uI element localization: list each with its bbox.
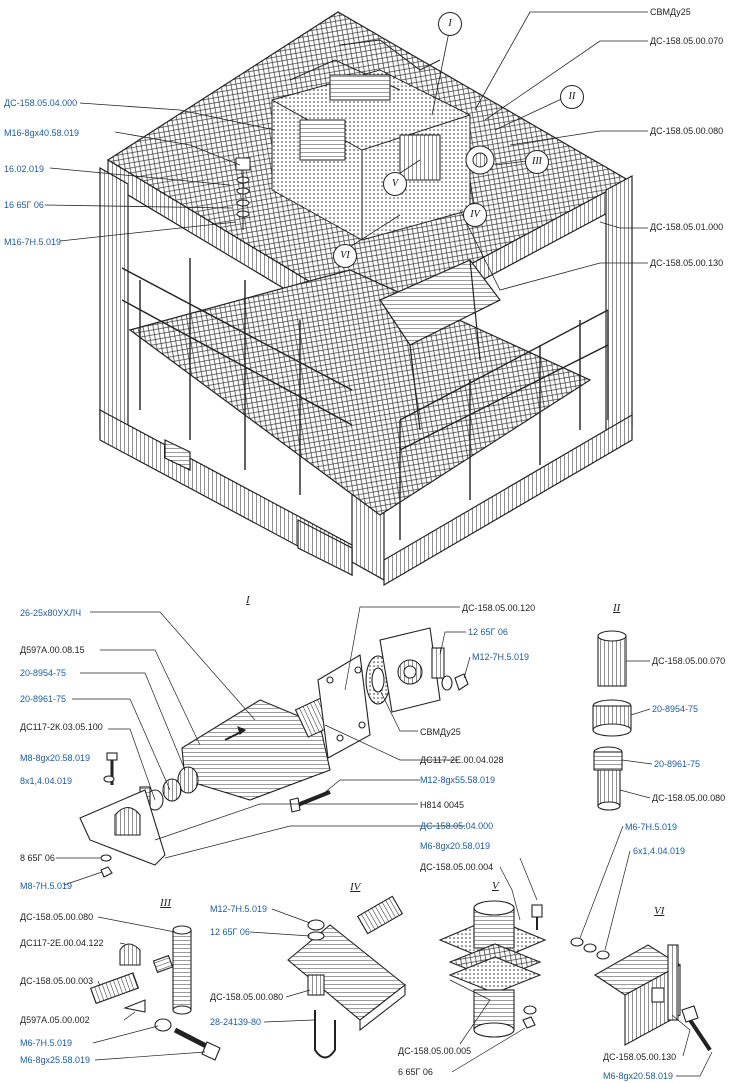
- label-nut-m8: М8-7Н.5.019: [20, 881, 73, 891]
- base-channel: [164, 439, 191, 471]
- label-ds-070-II: ДС-158.05.00.070: [652, 656, 726, 666]
- label-washer-16-65g: 16 65Г 06: [4, 200, 44, 210]
- label-bolt-m8: М8-8gх20.58.019: [20, 753, 91, 763]
- label-bolt-m6-III: М6-8gх25.58.019: [20, 1055, 91, 1065]
- label-bolt-m6-V: М6-8gх20.58.019: [420, 841, 491, 851]
- label-20-8961-I: 20-8961-75: [20, 694, 67, 704]
- label-nut-m12-I: М12-7Н.5.019: [472, 652, 530, 662]
- label-ds117-2e-028: ДС117-2Е.00.04.028: [420, 755, 504, 765]
- central-equipment: [271, 39, 495, 241]
- detail-VI-drawing: [570, 825, 713, 1077]
- label-washer-1602: 16.02.019: [4, 164, 45, 174]
- label-washer-8: 8 65Г 06: [20, 853, 55, 863]
- detail-II-drawing: [592, 630, 653, 811]
- label-ds-005: ДС-158.05.00.005: [398, 1046, 472, 1056]
- label-ds-04-000-left: ДС-158.05.04.000: [4, 98, 78, 108]
- label-ds-080-III: ДС-158.05.00.080: [20, 912, 94, 922]
- label-ds117-2k: ДС117-2К.03.05.100: [20, 722, 103, 732]
- top-leader-lines: [44, 11, 648, 291]
- pipe-sleeve: [597, 635, 627, 687]
- vertical-pipe: [172, 929, 192, 1011]
- handrails: [121, 258, 609, 540]
- label-nut-m6-III: М6-7Н.5.019: [20, 1038, 73, 1048]
- callout-I: I: [438, 12, 462, 36]
- label-nut-m6-VI: М6-7Н.5.019: [625, 822, 678, 832]
- right-column: [605, 174, 633, 442]
- detail-title-III: III: [160, 897, 171, 909]
- detail-title-V: V: [492, 880, 499, 892]
- label-washer-12-I: 12 65Г 06: [468, 627, 508, 637]
- label-washer-8x1: 8х1,4.04.019: [20, 776, 73, 786]
- label-n814: Н814 0045: [420, 800, 465, 810]
- label-ds-080-II: ДС-158.05.00.080: [652, 793, 726, 803]
- threaded-rod: [89, 972, 140, 1005]
- label-ds-080-top: ДС-158.05.00.080: [650, 126, 724, 136]
- label-washer-6x1: 6х1,4.04.019: [633, 846, 686, 856]
- label-ds117-2e-122: ДС117-2Е.00.04.122: [20, 938, 104, 948]
- detail-title-VI: VI: [654, 905, 665, 917]
- detail-III-drawing: [89, 916, 221, 1061]
- label-washer-6: 6 65Г 06: [398, 1067, 433, 1077]
- detail-title-II: II: [613, 602, 621, 614]
- label-ds-120: ДС-158.05.00.120: [462, 603, 536, 613]
- label-bolt-m6-VI: М6-8gх20.58.019: [603, 1071, 674, 1081]
- label-nut-m16: М16-7Н.5.019: [4, 237, 62, 247]
- detail-title-I: I: [246, 594, 250, 606]
- bolt-stack: [235, 157, 251, 230]
- detail-I-drawing: [56, 606, 471, 886]
- label-ds-070-top: ДС-158.05.00.070: [650, 36, 724, 46]
- label-ds-003: ДС-158.05.00.003: [20, 976, 94, 986]
- left-column: [99, 166, 129, 447]
- label-d597-III: Д597А.05.00.002: [20, 1015, 90, 1025]
- detail-V-drawing: [438, 857, 547, 1073]
- label-svmdu25-top: СВМДу25: [650, 7, 691, 17]
- label-ubolt: 28-24139-80: [210, 1017, 262, 1027]
- label-hose: 26-25х80УХЛЧ: [20, 608, 82, 618]
- callout-III: III: [525, 150, 549, 174]
- base-right-beam: [383, 413, 633, 587]
- label-ds-04-000-I: ДС-158.05.04.000: [420, 821, 494, 831]
- label-20-8954-I: 20-8954-75: [20, 668, 67, 678]
- callout-IV: IV: [463, 203, 487, 227]
- label-ds-004: ДС-158.05.00.004: [420, 862, 494, 872]
- detail-IV-drawing: [249, 895, 406, 1059]
- label-ds-130-top: ДС-158.05.00.130: [650, 258, 724, 268]
- label-ds-01-000: ДС-158.05.01.000: [650, 222, 724, 232]
- label-20-8961-II: 20-8961-75: [654, 759, 701, 769]
- lower-center-structure: [379, 259, 501, 346]
- label-washer-12-IV: 12 65Г 06: [210, 927, 250, 937]
- label-20-8954-II: 20-8954-75: [652, 704, 699, 714]
- label-bolt-m12: М12-8gх55.58.019: [420, 775, 496, 785]
- label-m16-bolt: М16-8gх40.58.019: [4, 128, 80, 138]
- callout-V: V: [383, 172, 407, 196]
- label-svmdu25-I: СВМДу25: [420, 727, 461, 737]
- callout-II: II: [560, 85, 584, 109]
- label-ds-130-VI: ДС-158.05.00.130: [603, 1052, 677, 1062]
- detail-title-IV: IV: [350, 881, 361, 893]
- main-frame-assembly: [44, 11, 648, 587]
- u-bolt: [314, 1010, 336, 1059]
- base-foot: [297, 519, 353, 576]
- callout-VI: VI: [333, 244, 357, 268]
- label-d597-I: Д597А.00.08.15: [20, 645, 85, 655]
- label-ds-080-IV: ДС-158.05.00.080: [210, 992, 284, 1002]
- label-nut-m12-IV: М12-7Н.5.019: [210, 904, 268, 914]
